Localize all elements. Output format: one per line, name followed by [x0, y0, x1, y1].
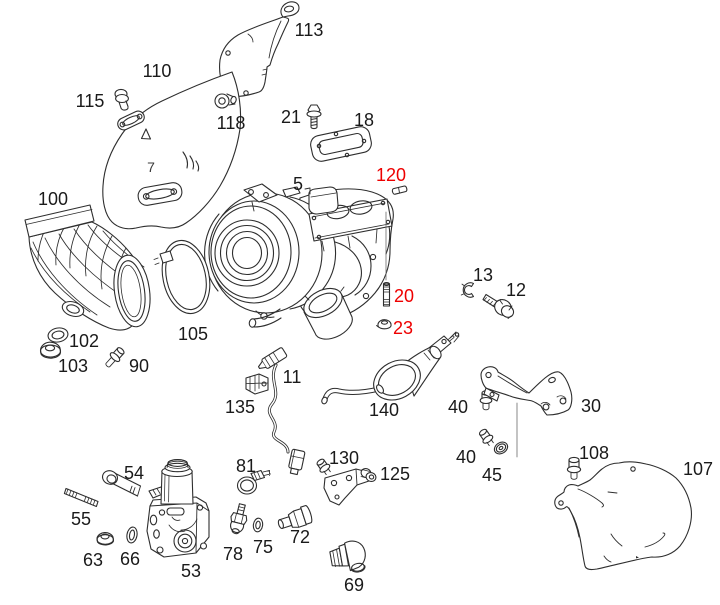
- part-label-140[interactable]: 140: [369, 400, 399, 420]
- part-label-40-lower[interactable]: 40: [456, 447, 476, 467]
- part-label-66[interactable]: 66: [120, 549, 140, 569]
- part-drawing-140: [321, 331, 460, 405]
- part-drawing-90: [105, 347, 125, 368]
- part-drawing-23: [376, 319, 392, 330]
- part-label-78[interactable]: 78: [223, 544, 243, 564]
- part-label-100[interactable]: 100: [38, 189, 68, 209]
- part-drawing-18: [310, 126, 372, 162]
- part-label-54[interactable]: 54: [124, 463, 144, 483]
- part-label-72[interactable]: 72: [290, 527, 310, 547]
- callout-layer: 113 110 115 118 21 18 5 120 100 105 102 103 90 20 23 13…: [38, 20, 713, 595]
- part-label-118[interactable]: 118: [217, 113, 246, 133]
- part-label-90[interactable]: 90: [129, 356, 149, 376]
- part-drawing-5: [204, 183, 394, 340]
- part-drawing-102: [47, 327, 69, 343]
- part-label-7-mark: 7: [147, 159, 155, 175]
- part-drawing-69: [329, 540, 366, 573]
- part-label-102[interactable]: 102: [69, 331, 99, 351]
- part-drawing-118: [214, 93, 237, 109]
- part-label-23[interactable]: 23: [393, 318, 413, 338]
- part-drawing-105: [153, 239, 211, 315]
- part-drawing-115: [114, 88, 129, 111]
- part-label-103[interactable]: 103: [58, 356, 88, 376]
- part-label-5[interactable]: 5: [293, 174, 303, 194]
- part-drawing-40-lower: [478, 428, 494, 447]
- part-drawing-100: [24, 204, 151, 331]
- part-label-81[interactable]: 81: [236, 456, 256, 476]
- part-label-120[interactable]: 120: [376, 165, 406, 185]
- part-label-13[interactable]: 13: [473, 265, 493, 285]
- part-drawing-21: [306, 104, 322, 130]
- part-label-63[interactable]: 63: [83, 550, 103, 570]
- part-drawing-125: [323, 467, 377, 506]
- part-drawing-72: [277, 505, 313, 529]
- part-drawing-130: [316, 458, 331, 476]
- part-label-30[interactable]: 30: [581, 396, 601, 416]
- part-drawing-45: [493, 441, 509, 455]
- part-label-45[interactable]: 45: [482, 465, 502, 485]
- part-drawing-81: [236, 469, 271, 495]
- part-drawing-30: [480, 366, 573, 416]
- part-drawing-20: [382, 282, 391, 307]
- part-label-55[interactable]: 55: [71, 509, 91, 529]
- part-label-12[interactable]: 12: [506, 280, 526, 300]
- part-label-130[interactable]: 130: [329, 448, 359, 468]
- part-drawing-78: [230, 503, 248, 535]
- part-drawing-135: [245, 373, 269, 395]
- part-drawing-120: [391, 185, 408, 195]
- part-label-113[interactable]: 113: [295, 20, 324, 40]
- part-drawing-113: [219, 1, 300, 98]
- part-drawing-55: [63, 487, 99, 508]
- part-drawing-75: [252, 517, 264, 533]
- part-label-75[interactable]: 75: [253, 537, 273, 557]
- part-drawing-11: [257, 347, 306, 476]
- part-drawing-110: [102, 71, 242, 230]
- part-drawing-103: [39, 341, 62, 359]
- part-label-125[interactable]: 125: [380, 464, 410, 484]
- part-label-11[interactable]: 11: [283, 367, 302, 387]
- part-label-69[interactable]: 69: [344, 575, 364, 595]
- part-label-21[interactable]: 21: [281, 107, 301, 127]
- part-label-18[interactable]: 18: [354, 110, 374, 130]
- part-drawing-53: [146, 459, 210, 558]
- part-label-105[interactable]: 105: [178, 324, 208, 344]
- part-label-135[interactable]: 135: [225, 397, 255, 417]
- part-drawing-107: [554, 461, 692, 571]
- part-label-40-upper[interactable]: 40: [448, 397, 468, 417]
- part-label-110[interactable]: 110: [143, 61, 172, 81]
- part-label-20[interactable]: 20: [394, 286, 414, 306]
- part-drawing-66: [126, 526, 138, 544]
- part-drawing-12: [482, 293, 515, 319]
- part-label-108[interactable]: 108: [579, 443, 609, 463]
- part-label-107[interactable]: 107: [683, 459, 713, 479]
- part-label-115[interactable]: 115: [76, 91, 105, 111]
- part-drawing-13: [460, 282, 475, 298]
- part-drawing-54: [101, 470, 142, 497]
- part-drawing-63: [96, 532, 115, 546]
- part-label-53[interactable]: 53: [181, 561, 201, 581]
- part-drawing-108: [566, 456, 582, 480]
